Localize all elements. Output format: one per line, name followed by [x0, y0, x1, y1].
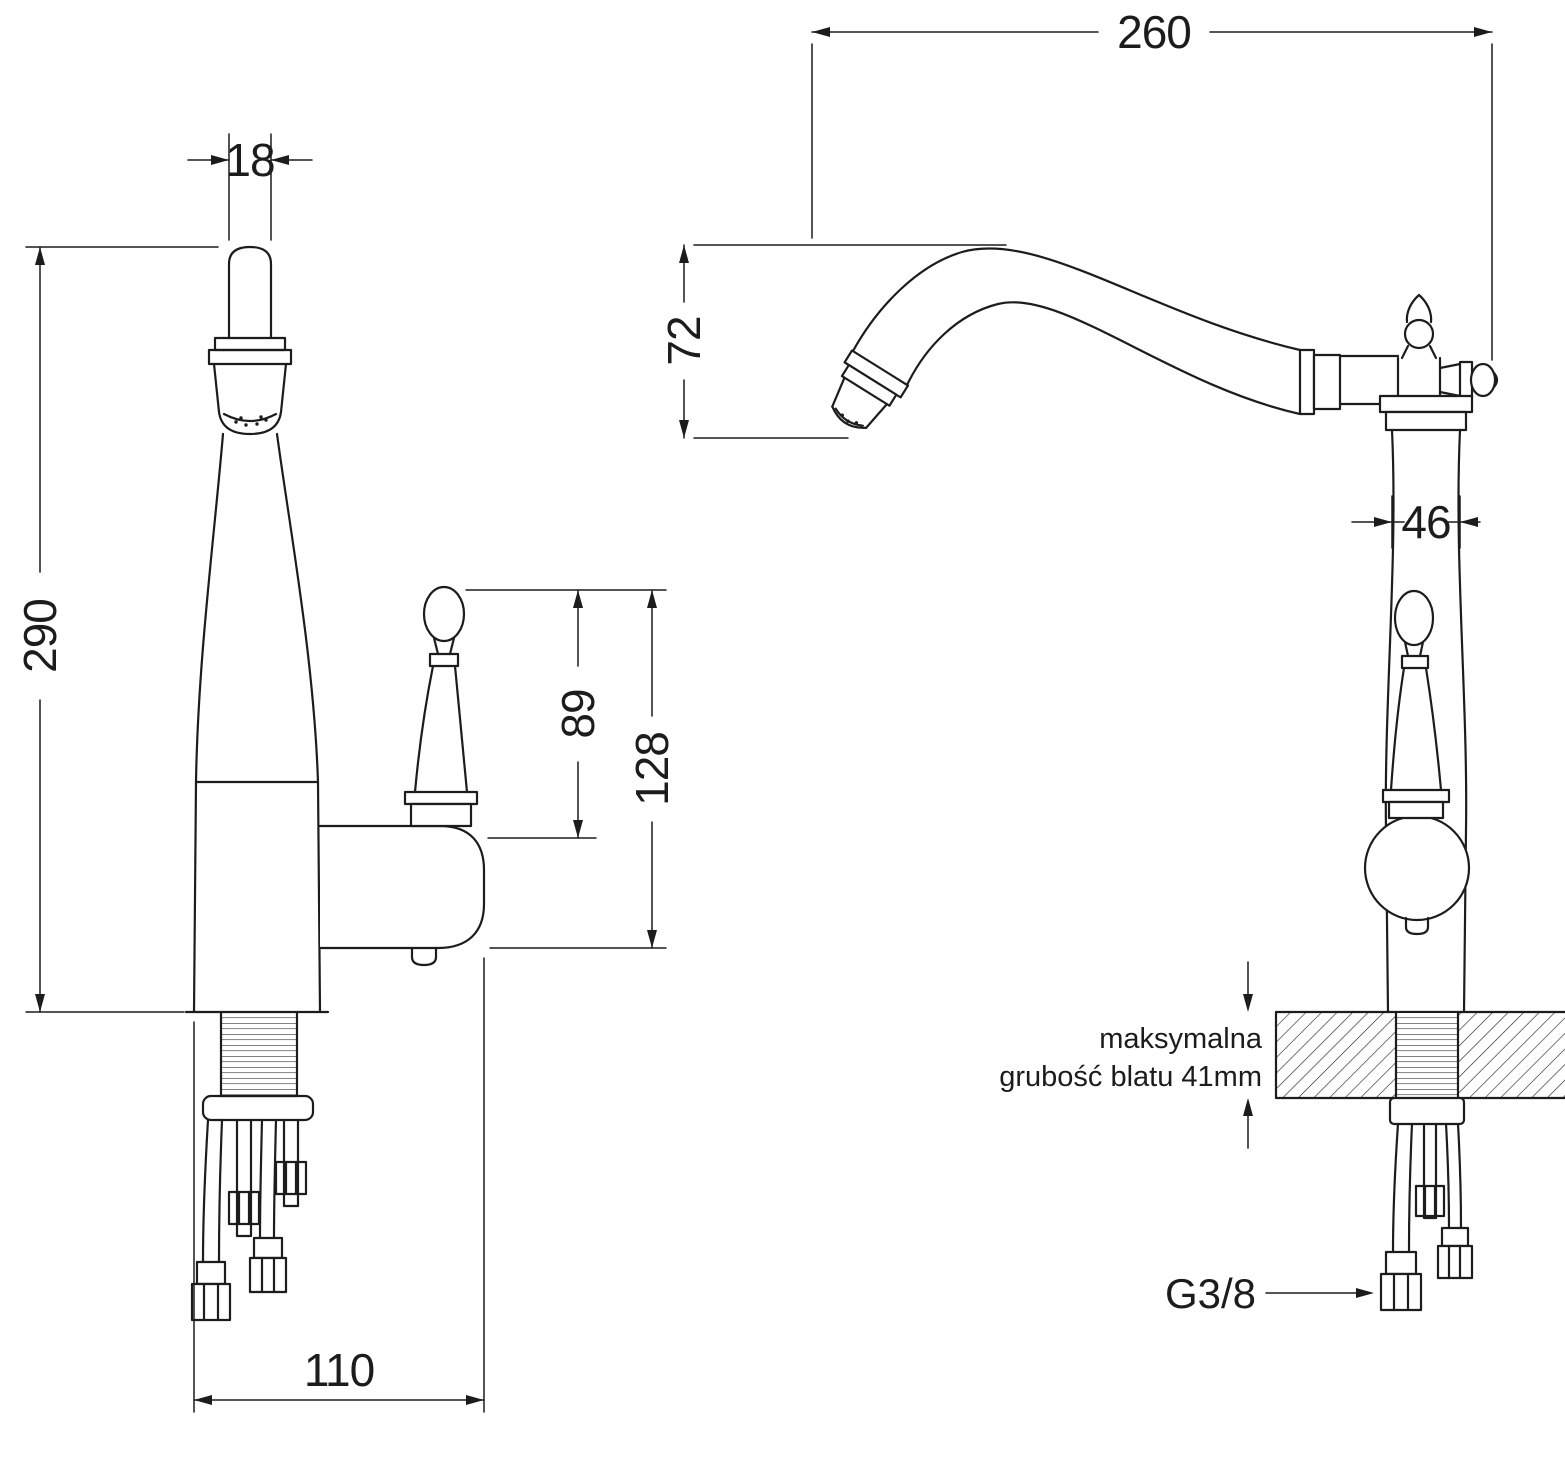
dim-total-height-290 — [25, 246, 219, 1013]
dim-label-89: 89 — [552, 689, 604, 738]
dim-label-128: 128 — [626, 732, 678, 806]
front-body — [184, 432, 330, 1014]
side-view — [831, 247, 1565, 1312]
side-mounting-hardware — [1379, 1096, 1474, 1312]
dim-handle-upper-89 — [465, 589, 667, 839]
dim-label-260: 260 — [1117, 6, 1191, 58]
dim-connector-thread — [1265, 1288, 1374, 1298]
dim-base-depth-110 — [193, 957, 485, 1413]
dim-label-110: 110 — [304, 1344, 374, 1396]
dim-label-g38: G3/8 — [1165, 1270, 1256, 1317]
side-spout-outlet — [831, 349, 910, 429]
side-handle — [1363, 589, 1471, 936]
dim-label-46: 46 — [1401, 496, 1450, 548]
dim-label-18: 18 — [225, 134, 274, 186]
dim-countertop-thickness — [1243, 961, 1253, 1149]
dimension-labels: 18 290 89 128 110 260 72 46 maksymalna g… — [14, 6, 1452, 1396]
countertop-note-line1: maksymalna — [1099, 1023, 1263, 1055]
front-spout — [207, 245, 293, 436]
dim-label-290: 290 — [14, 599, 66, 673]
side-spout — [831, 247, 1400, 429]
front-mounting-hardware — [190, 1010, 315, 1322]
front-handle — [318, 585, 486, 967]
dim-spout-drop-72 — [679, 244, 1007, 439]
dim-spout-reach-260 — [811, 27, 1493, 361]
dim-label-72: 72 — [658, 316, 710, 365]
front-dimensions — [25, 133, 667, 1413]
countertop-section — [1274, 1010, 1565, 1100]
dim-handle-total-128 — [489, 589, 667, 949]
dim-body-width-46 — [1351, 495, 1481, 549]
countertop-note-line2: grubość blatu 41mm — [999, 1061, 1262, 1093]
front-view — [184, 245, 486, 1322]
side-dimensions — [679, 27, 1493, 1298]
dim-spout-diameter-18 — [187, 133, 313, 241]
